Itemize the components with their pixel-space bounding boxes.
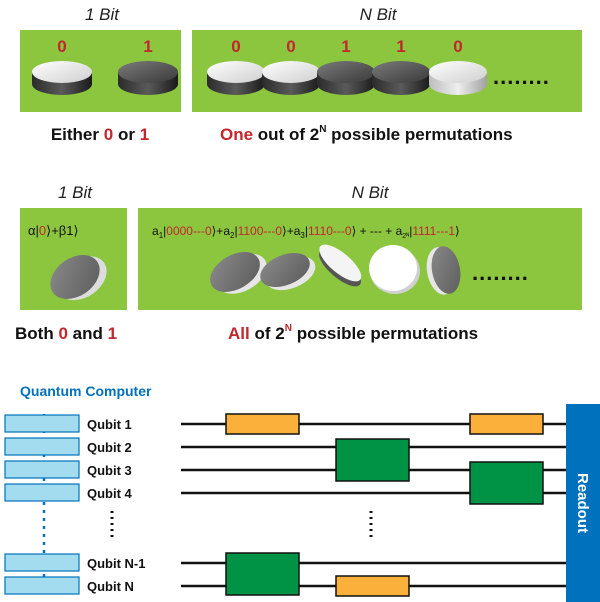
- single-qubit-gate: [335, 575, 410, 597]
- quantum-1bit-title: 1 Bit: [58, 183, 93, 202]
- single-qubit-gate: [469, 413, 544, 435]
- qubit-register-box: [4, 460, 80, 479]
- classical-nbit-label: 1: [396, 37, 405, 56]
- qubit-label: Qubit 3: [87, 463, 132, 478]
- single-qubit-gate: [225, 413, 300, 435]
- qubit-register-box: [4, 553, 80, 572]
- classical-1bit-label-0: 0: [57, 37, 66, 56]
- classical-1bit-title: 1 Bit: [85, 5, 120, 24]
- tilted-disc: [50, 255, 107, 301]
- disc-white: [262, 61, 320, 95]
- caption-either: Either 0 or 1: [51, 125, 149, 144]
- caption-all-of: All of 2N possible permutations: [228, 323, 478, 343]
- qubit-label: Qubit 1: [87, 417, 132, 432]
- disc-white: [32, 61, 92, 95]
- qubit-register-box: [4, 414, 80, 433]
- tilted-disc: [319, 244, 362, 287]
- quantum-nbit-title: N Bit: [352, 183, 390, 202]
- qubit-label: Qubit N-1: [87, 556, 146, 571]
- tilted-disc: [210, 252, 267, 294]
- two-qubit-gate: [335, 438, 410, 482]
- disc-dark: [317, 61, 375, 95]
- classical-nbit-title: N Bit: [360, 5, 398, 24]
- quantum-nbit-panel: [138, 208, 582, 310]
- quantum-nbit-formula: a1|0000---0⟩+a2|1100---0⟩+a3|1110---0⟩ +…: [152, 224, 460, 240]
- disc-white: [429, 61, 487, 95]
- classical-nbit-label: 1: [341, 37, 350, 56]
- classical-ellipsis: ........: [493, 64, 550, 89]
- disc-dark: [118, 61, 178, 95]
- two-qubit-gate: [469, 461, 544, 505]
- qubit-label: Qubit 2: [87, 440, 132, 455]
- quantum-computer-title: Quantum Computer: [20, 383, 152, 399]
- classical-1bit-label-1: 1: [143, 37, 152, 56]
- quantum-ellipsis: ........: [472, 260, 529, 285]
- tilted-disc: [426, 246, 461, 295]
- qubit-label: Qubit N: [87, 579, 134, 594]
- caption-one-out-of: One out of 2N possible permutations: [220, 124, 513, 144]
- quantum-1bit-state: α|0⟩+β1⟩: [28, 223, 79, 238]
- qubit-label: Qubit 4: [87, 486, 133, 501]
- classical-nbit-label: 0: [286, 37, 295, 56]
- qubit-register-box: [4, 483, 80, 502]
- classical-nbit-label: 0: [231, 37, 240, 56]
- classical-nbit-label: 0: [453, 37, 462, 56]
- two-qubit-gate: [225, 552, 300, 596]
- readout-bar: [566, 404, 600, 602]
- tilted-disc: [369, 245, 420, 294]
- disc-dark: [372, 61, 430, 95]
- disc-white: [207, 61, 265, 95]
- qubit-register-box: [4, 576, 80, 595]
- qubit-register-box: [4, 437, 80, 456]
- readout-label: Readout: [574, 473, 591, 533]
- tilted-disc: [260, 253, 316, 291]
- caption-both: Both 0 and 1: [15, 324, 117, 343]
